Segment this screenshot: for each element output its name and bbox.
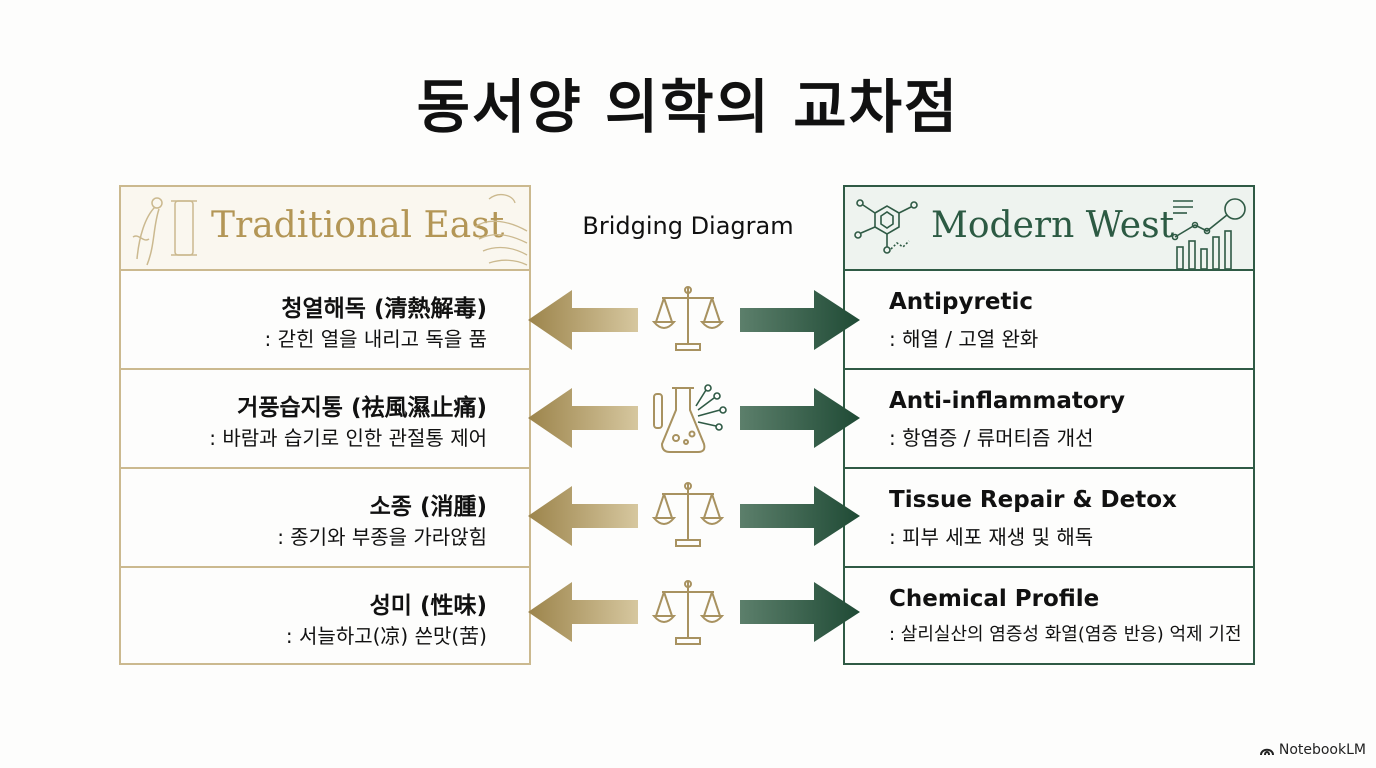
west-row-4-desc: : 살리실산의 염증성 화열(염증 반응) 억제 기전 [889, 624, 1242, 645]
west-panel-header: Modern West [845, 187, 1253, 271]
right-arrow-green [740, 290, 860, 350]
east-row-2-desc: : 바람과 습기로 인한 관절통 제어 [209, 426, 487, 450]
west-row-4: Chemical Profile : 살리실산의 염증성 화열(염증 반응) 억… [845, 566, 1253, 665]
east-row-3-term: 소종 (消腫) [369, 494, 487, 520]
west-row-2-term: Anti-inflammatory [889, 388, 1126, 414]
east-row-2-term: 거풍습지통 (祛風濕止痛) [237, 395, 487, 421]
scales-icon [651, 580, 725, 645]
west-panel-title: Modern West [931, 205, 1175, 246]
notebooklm-brand: NotebookLM [1259, 742, 1366, 758]
scales-icon [651, 482, 725, 547]
east-row-1-term: 청열해독 (清熱解毒) [281, 296, 487, 322]
east-row-2: 거풍습지통 (祛風濕止痛) : 바람과 습기로 인한 관절통 제어 [121, 368, 529, 467]
west-row-1: Antipyretic : 해열 / 고열 완화 [845, 269, 1253, 368]
right-arrow-green [740, 388, 860, 448]
east-row-4-desc: : 서늘하고(凉) 쓴맛(苦) [285, 624, 487, 648]
east-row-1: 청열해독 (清熱解毒) : 갇힌 열을 내리고 독을 품 [121, 269, 529, 368]
right-arrow-green [740, 582, 860, 642]
west-row-2-desc: : 항염증 / 류머티즘 개선 [889, 426, 1094, 450]
west-row-3-term: Tissue Repair & Detox [889, 487, 1177, 513]
east-panel-title: Traditional East [211, 205, 505, 246]
east-row-4: 성미 (性味) : 서늘하고(凉) 쓴맛(苦) [121, 566, 529, 665]
molecule-icon [854, 199, 918, 254]
chart-analytics-icon [1171, 198, 1246, 270]
east-row-4-term: 성미 (性味) [369, 593, 487, 619]
west-row-3-desc: : 피부 세포 재생 및 해독 [889, 525, 1094, 549]
east-panel-header: Traditional East [121, 187, 529, 271]
left-arrow-gold [528, 486, 638, 546]
notebooklm-logo-icon [1259, 748, 1274, 756]
bridging-diagram-label: Bridging Diagram [582, 212, 794, 240]
east-row-3-desc: : 종기와 부종을 가라앉힘 [277, 525, 487, 549]
cloud-pattern-icon [474, 193, 528, 266]
flask-icon [653, 384, 727, 453]
left-arrow-gold [528, 388, 638, 448]
traditional-east-panel: Traditional East 청열해독 (清熱解毒) : 갇힌 열을 내리고… [119, 185, 531, 665]
west-row-2: Anti-inflammatory : 항염증 / 류머티즘 개선 [845, 368, 1253, 467]
west-row-1-term: Antipyretic [889, 289, 1033, 315]
east-row-3: 소종 (消腫) : 종기와 부종을 가라앉힘 [121, 467, 529, 566]
brand-label: NotebookLM [1278, 742, 1366, 758]
west-row-3: Tissue Repair & Detox : 피부 세포 재생 및 해독 [845, 467, 1253, 566]
page-title: 동서양 의학의 교차점 [416, 73, 960, 141]
scroll-figure-icon [132, 197, 197, 266]
left-arrow-gold [528, 290, 638, 350]
west-row-4-term: Chemical Profile [889, 586, 1100, 612]
modern-west-panel: Modern West Antipyretic : 해열 / 고열 완화 Ant… [843, 185, 1255, 665]
right-arrow-green [740, 486, 860, 546]
east-row-1-desc: : 갇힌 열을 내리고 독을 품 [264, 327, 487, 351]
west-row-1-desc: : 해열 / 고열 완화 [889, 327, 1039, 351]
scales-icon [651, 286, 725, 351]
left-arrow-gold [528, 582, 638, 642]
